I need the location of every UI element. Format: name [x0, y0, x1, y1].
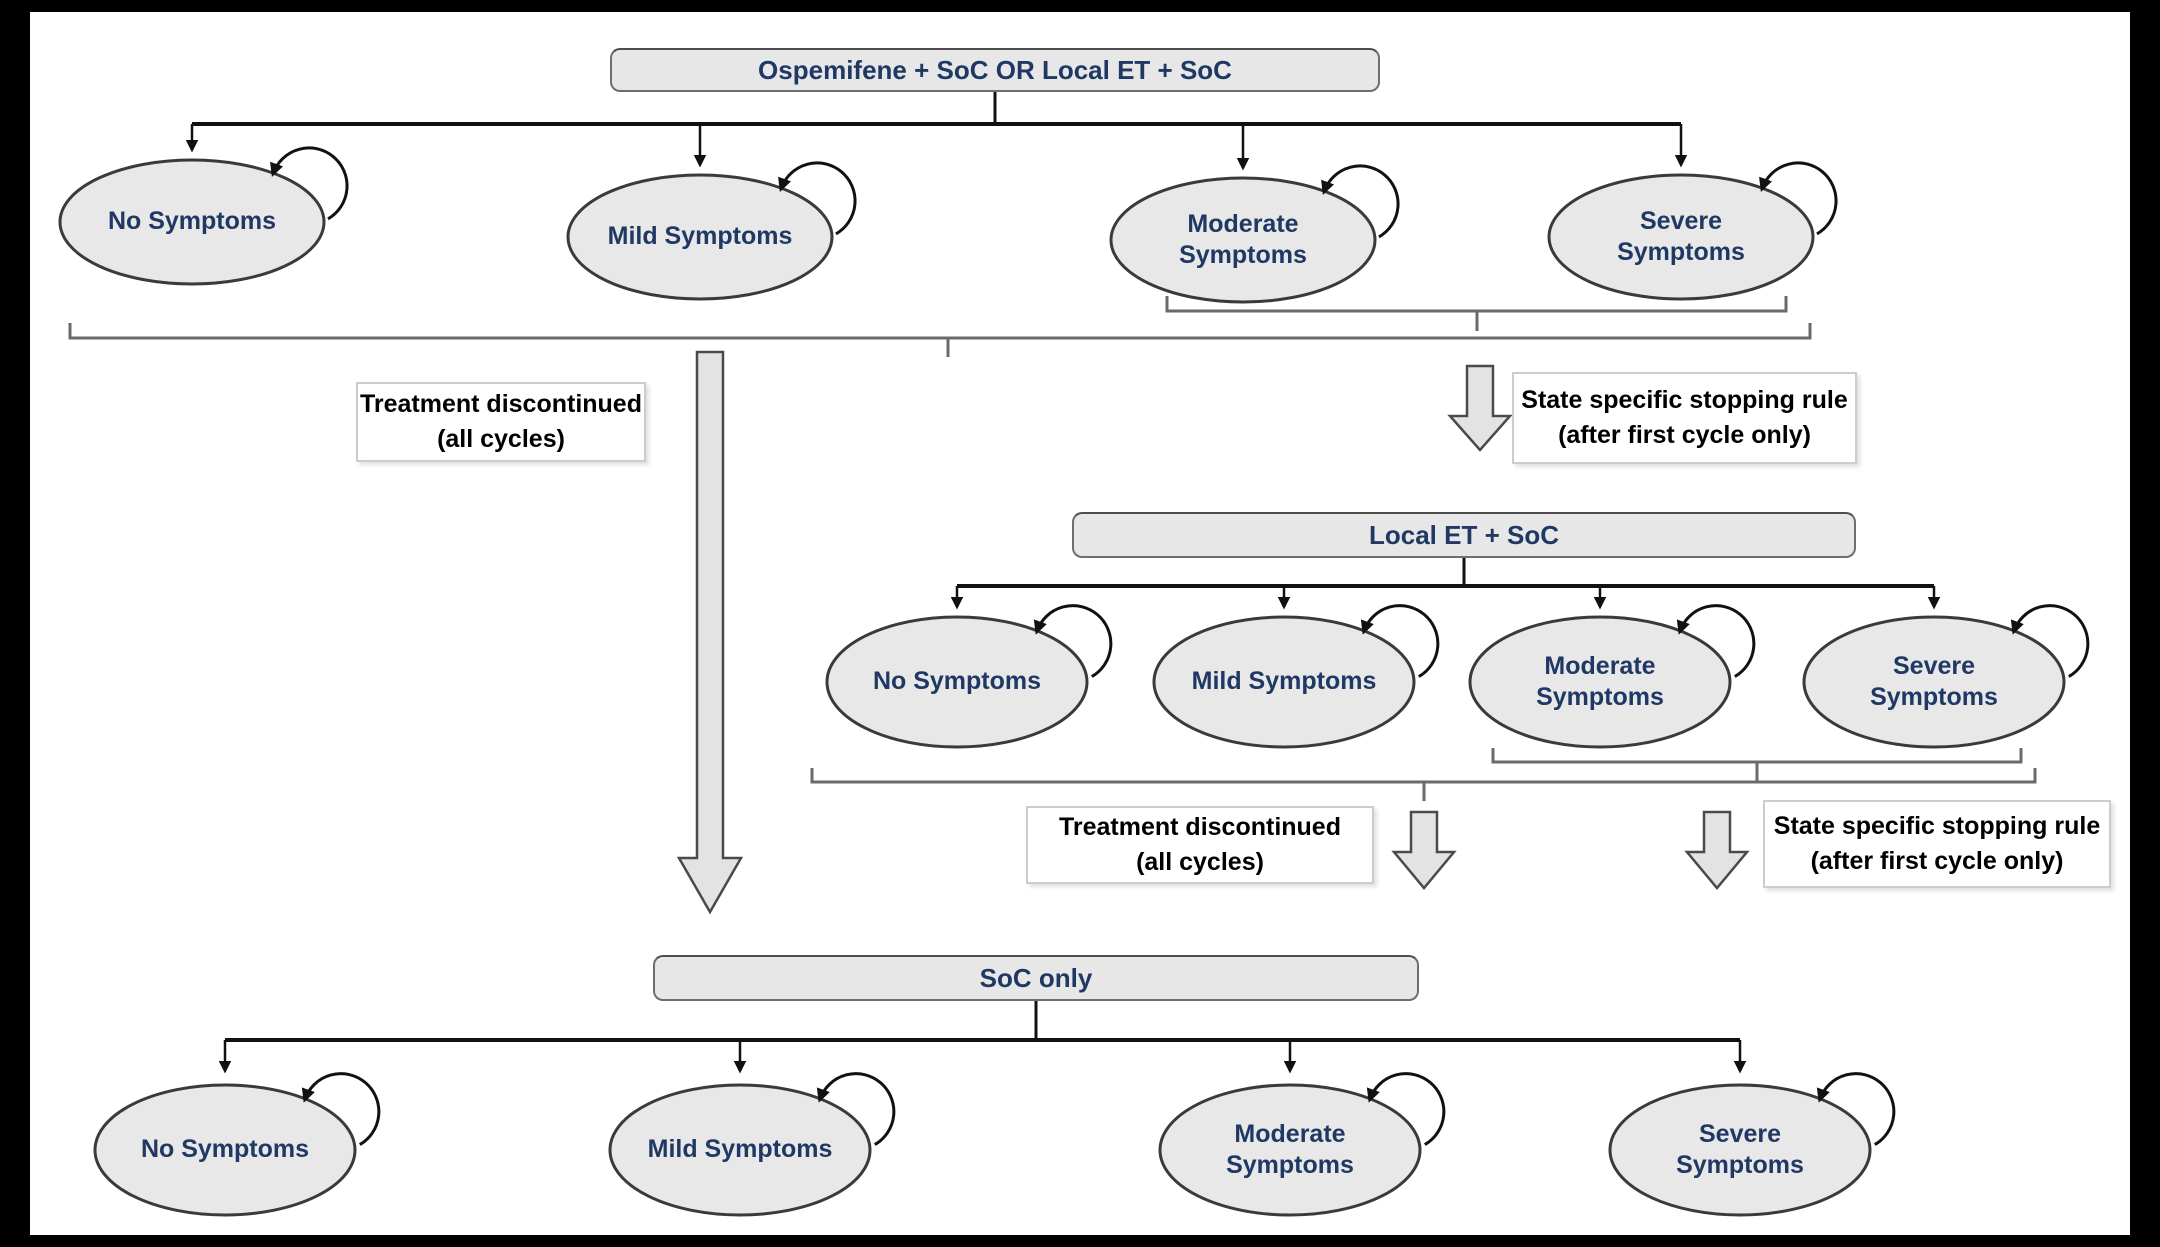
- state-label-text: No Symptoms: [140, 1135, 310, 1164]
- state-label-text: No Symptoms: [107, 207, 277, 236]
- state-label-text: Moderate Symptoms: [1226, 1119, 1354, 1179]
- state-label-l1-mild-symptoms: Mild Symptoms: [1154, 617, 1414, 747]
- treatment-box-local-et-soc: Local ET + SoC: [1072, 512, 1856, 558]
- annotation-line: (all cycles): [1136, 848, 1264, 876]
- annotation-line: (after first cycle only): [1558, 421, 1811, 449]
- state-label-text: Severe Symptoms: [1676, 1119, 1804, 1179]
- state-label-text: Severe Symptoms: [1870, 651, 1998, 711]
- state-label-l1-moderate-symptoms: Moderate Symptoms: [1470, 617, 1730, 747]
- annotation-l1-treatment-discontinued: Treatment discontinued (all cycles): [1026, 806, 1374, 884]
- annotation-line: (all cycles): [437, 425, 565, 453]
- annotation-line: State specific stopping rule: [1521, 385, 1848, 414]
- state-label-l2-severe-symptoms: Severe Symptoms: [1610, 1085, 1870, 1215]
- annotation-l0-treatment-discontinued: Treatment discontinued (all cycles): [356, 382, 646, 462]
- annotation-l1-stopping-rule: State specific stopping rule (after firs…: [1763, 800, 2111, 888]
- state-label-text: Moderate Symptoms: [1536, 651, 1664, 711]
- annotation-line: (after first cycle only): [1810, 847, 2064, 875]
- state-label-l0-moderate-symptoms: Moderate Symptoms: [1111, 178, 1375, 302]
- state-label-l1-no-symptoms: No Symptoms: [827, 617, 1087, 747]
- state-label-l0-severe-symptoms: Severe Symptoms: [1549, 175, 1813, 299]
- state-label-text: Severe Symptoms: [1617, 206, 1745, 266]
- annotation-line: Treatment discontinued: [360, 389, 642, 418]
- state-label-l2-mild-symptoms: Mild Symptoms: [610, 1085, 870, 1215]
- state-label-text: Mild Symptoms: [1191, 667, 1377, 696]
- state-label-l1-severe-symptoms: Severe Symptoms: [1804, 617, 2064, 747]
- annotation-l0-stopping-rule: State specific stopping rule (after firs…: [1512, 372, 1857, 464]
- state-label-l2-no-symptoms: No Symptoms: [95, 1085, 355, 1215]
- treatment-box-soc-only: SoC only: [653, 955, 1419, 1001]
- annotation-line: State specific stopping rule: [1773, 811, 2101, 840]
- state-label-text: Mild Symptoms: [647, 1135, 833, 1164]
- state-label-l0-mild-symptoms: Mild Symptoms: [568, 175, 832, 299]
- treatment-box-ospemifene-soc: Ospemifene + SoC OR Local ET + SoC: [610, 48, 1380, 92]
- state-label-text: Mild Symptoms: [607, 222, 793, 251]
- state-label-text: Moderate Symptoms: [1179, 209, 1307, 269]
- state-label-l2-moderate-symptoms: Moderate Symptoms: [1160, 1085, 1420, 1215]
- state-label-l0-no-symptoms: No Symptoms: [60, 160, 324, 284]
- state-label-text: No Symptoms: [872, 667, 1042, 696]
- annotation-line: Treatment discontinued: [1059, 812, 1341, 841]
